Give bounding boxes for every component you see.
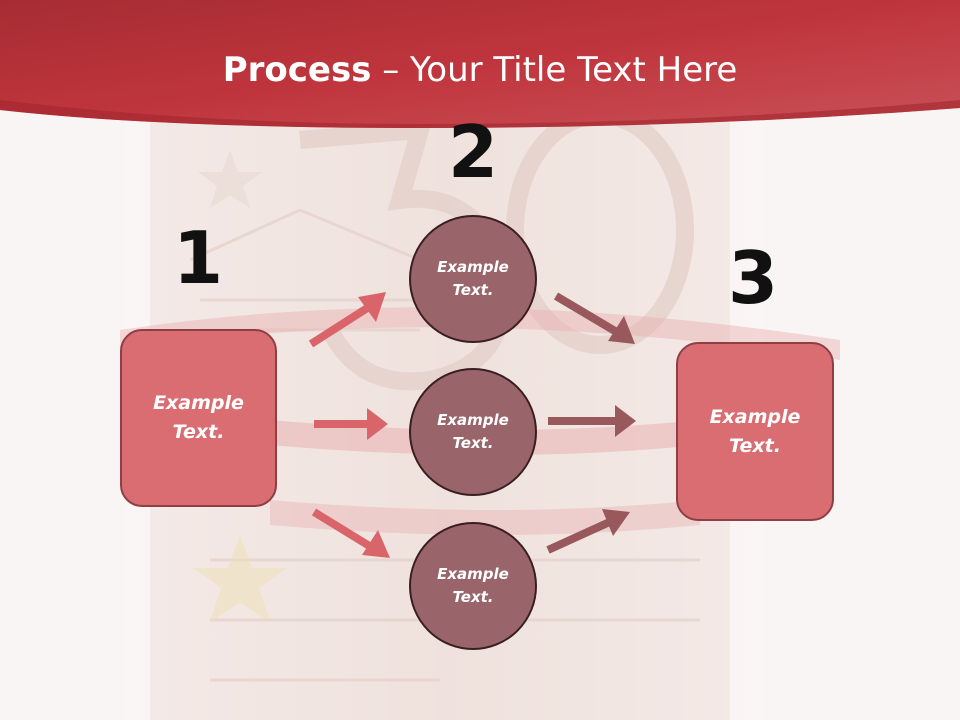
title-rest-part: – Your Title Text Here [371, 50, 738, 90]
circle-top[interactable]: Example Text. [409, 215, 537, 343]
step-3-text-line-1: Example [709, 405, 801, 428]
step-1-text-line-1: Example [153, 392, 244, 414]
arrow-from-top-circle [553, 292, 635, 344]
step-number-3: 3 [727, 236, 779, 320]
circle-top-text-line-1: Example [437, 258, 509, 276]
circle-middle-text-line-1: Example [437, 411, 509, 429]
circle-bottom-text-line-1: Example [437, 565, 509, 583]
title-bold-part: Process [222, 50, 372, 90]
circle-bottom-text-line-2: Text. [452, 588, 494, 606]
circle-top-text-line-2: Text. [452, 281, 494, 299]
step-3-text-line-2: Text. [729, 434, 781, 457]
header-band [0, 0, 960, 128]
circle-middle-text-line-2: Text. [452, 434, 494, 452]
arrow-to-bottom-circle [311, 508, 390, 558]
step-1-box[interactable]: Example Text. [120, 329, 277, 507]
step-1-text-line-2: Text. [172, 421, 225, 443]
step-number-2: 2 [447, 110, 499, 194]
arrow-from-bottom-circle [546, 509, 630, 554]
slide-title: Process – Your Title Text Here [0, 50, 960, 90]
arrow-to-top-circle [308, 292, 386, 348]
step-number-1: 1 [172, 216, 224, 300]
circle-bottom[interactable]: Example Text. [409, 522, 537, 650]
arrow-from-middle-circle [548, 405, 636, 437]
circle-middle[interactable]: Example Text. [409, 368, 537, 496]
step-3-box[interactable]: Example Text. [676, 342, 834, 521]
arrow-to-middle-circle [314, 408, 388, 440]
